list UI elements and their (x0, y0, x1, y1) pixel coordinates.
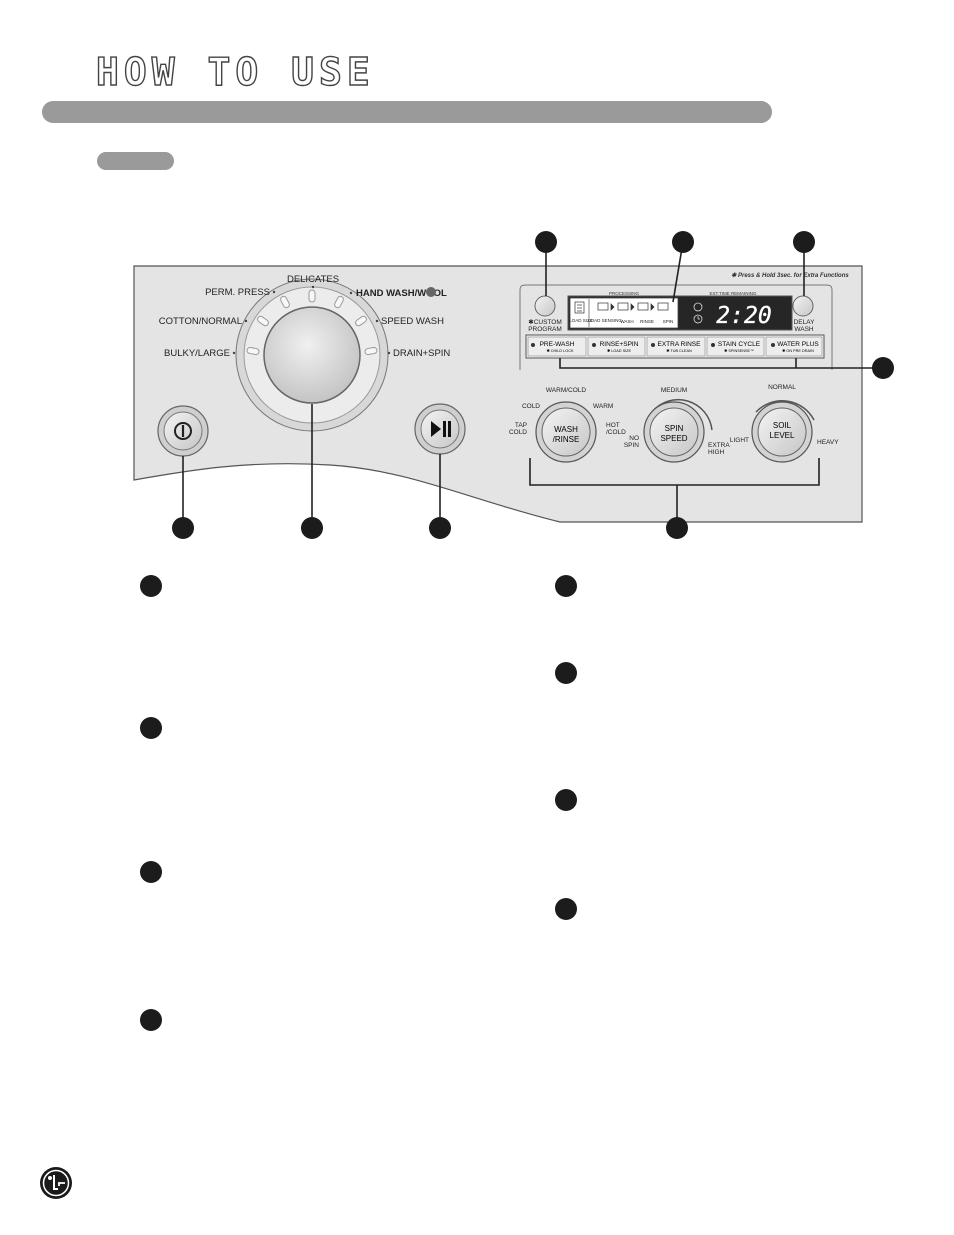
setting-light: LIGHT (730, 437, 749, 444)
option-label: EXTRA RINSE (658, 341, 702, 348)
section-marker (140, 717, 162, 739)
title-bar (42, 101, 772, 123)
option-button-rinse-spin[interactable]: RINSE+SPIN ✱ LOAD SIZE (587, 336, 646, 357)
extra-functions-note: ✱ Press & Hold 3sec. for Extra Functions (731, 272, 849, 279)
option-button-extra-rinse[interactable]: EXTRA RINSE ✱ TUB CLEAN (646, 336, 706, 357)
est-time-label: EST.TIME REMAINING (709, 291, 757, 296)
option-sublabel: ✱ CHILD LOCK (546, 349, 573, 353)
knob-label: WASH (554, 425, 578, 434)
timer-icons (693, 302, 703, 324)
wool-icon (426, 287, 436, 297)
dial-label-hand-wash: HAND WASH/WOOL (356, 288, 447, 299)
section-marker (555, 789, 577, 811)
stage-rinse: RINSE (640, 319, 654, 324)
setting-extra: EXTRA (708, 442, 730, 449)
option-sublabel: ✱ LOAD SIZE (607, 349, 632, 353)
stage-load-size: LOAD SIZE (569, 318, 593, 323)
setting-normal: NORMAL (768, 384, 796, 391)
section-marker (555, 662, 577, 684)
delay-wash-label-1: DELAY (794, 319, 815, 326)
section-marker (555, 898, 577, 920)
option-label: PRE-WASH (540, 341, 575, 348)
stage-spin: SPIN (663, 319, 674, 324)
load-size-icon (574, 301, 585, 314)
custom-program-button[interactable] (534, 295, 556, 317)
custom-program-label-1: ✱CUSTOM (528, 318, 562, 326)
setting-warm-cold: WARM/COLD (546, 387, 587, 394)
option-button-pre-wash[interactable]: PRE-WASH ✱ CHILD LOCK (527, 336, 587, 357)
section-pill (97, 152, 174, 170)
option-sublabel: ✱ ON PRE DRAIN (782, 349, 814, 353)
lg-logo-icon (40, 1167, 72, 1199)
section-marker (140, 1009, 162, 1031)
setting-extra-high: HIGH (708, 449, 725, 456)
page-title: HOW TO USE (95, 49, 375, 94)
time-remaining: 2:20 (716, 303, 771, 329)
option-label: RINSE+SPIN (600, 341, 639, 348)
start-pause-button[interactable] (414, 403, 466, 455)
knob-label: SPIN (665, 424, 684, 433)
setting-no-spin: SPIN (624, 442, 639, 449)
callout-markers (172, 231, 894, 539)
stage-wash: WASH (620, 319, 633, 324)
cycle-selector-dial[interactable] (235, 278, 389, 432)
power-icon (174, 422, 192, 440)
dial-label-bulky: BULKY/LARGE (164, 348, 230, 359)
setting-tap: TAP (515, 422, 527, 429)
wash-rinse-knob[interactable]: WASH /RINSE (535, 401, 597, 463)
knob-label: LEVEL (770, 431, 795, 440)
setting-heavy: HEAVY (817, 439, 839, 446)
setting-tap-cold: COLD (509, 429, 527, 436)
option-button-stain-cycle[interactable]: STAIN CYCLE ✱ SPINSENSE™ (706, 336, 765, 357)
setting-hot: HOT (606, 422, 620, 429)
setting-no: NO (629, 435, 639, 442)
dial-label-delicates: DELICATES (287, 274, 339, 285)
spin-speed-knob[interactable]: SPIN SPEED (643, 398, 713, 463)
knob-label: SOIL (773, 421, 792, 430)
dial-label-drain-spin: DRAIN+SPIN (393, 348, 450, 359)
dial-label-perm-press: PERM. PRESS (205, 287, 270, 298)
delay-wash-label-2: WASH (794, 326, 814, 333)
section-marker (555, 575, 577, 597)
option-label: WATER PLUS (777, 341, 819, 348)
power-button[interactable] (157, 405, 209, 457)
stage-icons (597, 302, 669, 311)
processing-label: PROCESSING (609, 291, 640, 296)
setting-warm: WARM (593, 403, 613, 410)
soil-level-knob[interactable]: SOIL LEVEL (751, 400, 815, 463)
setting-cold: COLD (522, 403, 540, 410)
display-screen (567, 295, 793, 331)
custom-program-label-2: PROGRAM (528, 326, 562, 333)
control-panel-diagram: ✱ Press & Hold 3sec. for Extra Functions… (133, 231, 894, 539)
stage-load-sensing: LOAD SENSING (588, 318, 622, 323)
option-button-water-plus[interactable]: WATER PLUS ✱ ON PRE DRAIN (765, 336, 823, 357)
knob-label: /RINSE (553, 435, 580, 444)
option-label: STAIN CYCLE (718, 341, 761, 348)
dial-label-speed-wash: SPEED WASH (381, 316, 444, 327)
option-sublabel: ✱ TUB CLEAN (666, 349, 692, 353)
setting-medium: MEDIUM (661, 387, 687, 394)
dial-label-cotton: COTTON/NORMAL (159, 316, 242, 327)
delay-wash-button[interactable] (792, 295, 814, 317)
knob-label: SPEED (660, 434, 687, 443)
setting-hot-cold: /COLD (606, 429, 626, 436)
section-marker (140, 861, 162, 883)
play-pause-icon (431, 421, 451, 437)
section-marker (140, 575, 162, 597)
option-sublabel: ✱ SPINSENSE™ (724, 349, 754, 353)
